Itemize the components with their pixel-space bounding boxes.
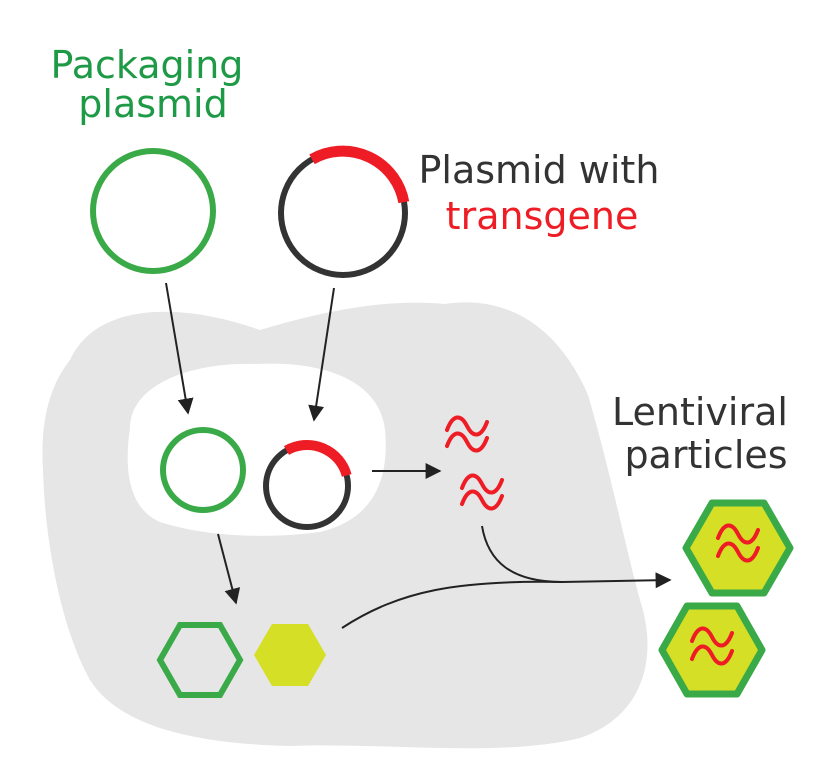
lentiviral-label-line1: Lentiviral [612, 390, 788, 434]
arrow-capsid-to-particles [341, 572, 672, 629]
transgene-label-line1: Plasmid with [418, 148, 659, 192]
rna-wave-icon [460, 473, 504, 511]
nucleus-packaging-plasmid-icon [160, 427, 246, 513]
transgene-plasmid-circle-icon [278, 145, 410, 278]
packaging-plasmid-circle-icon [90, 148, 216, 274]
host-cell [42, 302, 648, 749]
transgene-plasmid-label: Plasmid with transgene [418, 148, 671, 238]
lentiviral-particles-label: Lentiviral particles [612, 390, 800, 477]
lentiviral-label-line2: particles [624, 433, 787, 477]
packaging-plasmid-label: Packaging plasmid [51, 43, 256, 126]
arrow-translation [217, 533, 241, 605]
arrow-transgene-into-nucleus [308, 287, 335, 422]
lentiviral-particle-icon [658, 602, 766, 698]
lentiviral-particle-icon [682, 499, 794, 597]
nucleus-transgene-plasmid-icon [263, 439, 352, 530]
transgene-label-line2: transgene [446, 194, 639, 238]
capsid-protein-hexagon-icon [254, 624, 326, 686]
rna-wave-icon [445, 415, 489, 453]
empty-capsid-hexagon-icon [156, 622, 244, 698]
packaging-label-line2: plasmid [78, 82, 227, 126]
packaging-label-line1: Packaging [51, 43, 244, 87]
arrow-packaging-into-nucleus [165, 282, 194, 415]
